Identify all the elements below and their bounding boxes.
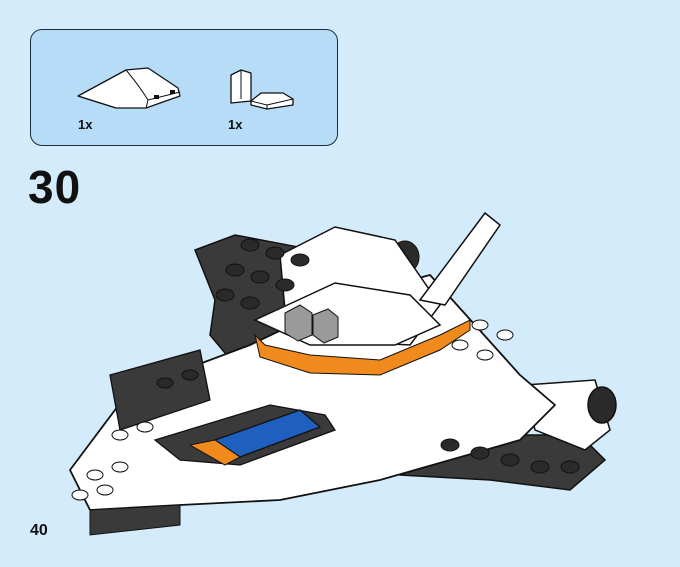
parts-callout: 1x 1x bbox=[30, 29, 338, 146]
step-number: 30 bbox=[28, 161, 82, 213]
part-qty-2: 1x bbox=[228, 117, 243, 132]
slope-brick-part-icon bbox=[227, 69, 297, 111]
wedge-plate-part-icon bbox=[76, 66, 186, 111]
page-number: 40 bbox=[30, 522, 48, 539]
spaceship-model-illustration bbox=[50, 205, 630, 555]
part-qty-1: 1x bbox=[78, 117, 93, 132]
